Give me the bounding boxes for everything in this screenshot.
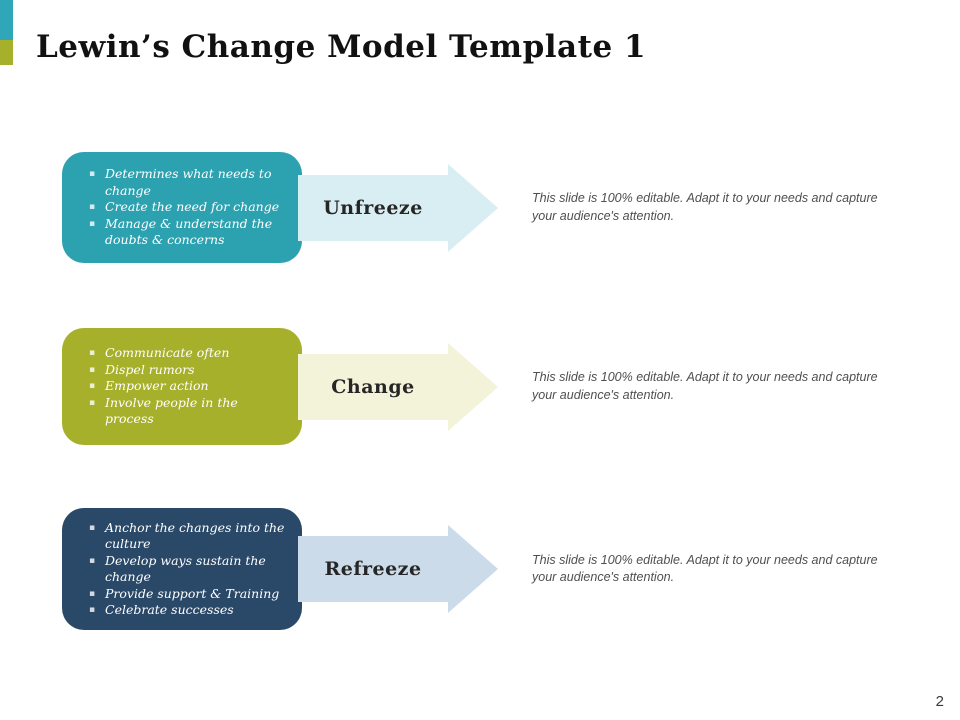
accent-bar-teal	[0, 0, 13, 40]
page-number: 2	[935, 693, 944, 710]
bullet-item: Dispel rumors	[88, 362, 290, 379]
bullet-item: Celebrate successes	[88, 602, 290, 619]
stage-box-refreeze[interactable]: Anchor the changes into the culture Deve…	[62, 508, 302, 630]
stage-arrow-refreeze[interactable]: Refreeze	[298, 525, 498, 613]
stage-label: Change	[331, 375, 415, 398]
bullet-item: Provide support & Training	[88, 586, 290, 603]
bullet-item: Manage & understand the doubts & concern…	[88, 216, 290, 249]
bullet-item: Develop ways sustain the change	[88, 553, 290, 586]
stage-bullet-list: Anchor the changes into the culture Deve…	[62, 520, 302, 619]
editable-note: This slide is 100% editable. Adapt it to…	[532, 370, 878, 402]
bullet-item: Empower action	[88, 378, 290, 395]
stage-arrow-change[interactable]: Change	[298, 342, 498, 431]
right-arrow-icon	[298, 163, 498, 252]
stage-box-unfreeze[interactable]: Determines what needs to change Create t…	[62, 152, 302, 263]
right-arrow-icon	[298, 342, 498, 431]
bullet-item: Determines what needs to change	[88, 166, 290, 199]
stage-label: Unfreeze	[323, 196, 423, 219]
stage-row-change: Communicate often Dispel rumors Empower …	[0, 328, 960, 445]
accent-bar-olive	[0, 40, 13, 65]
stage-bullet-list: Determines what needs to change Create t…	[62, 166, 302, 249]
editable-note: This slide is 100% editable. Adapt it to…	[532, 552, 878, 585]
right-arrow-icon	[298, 525, 498, 613]
bullet-item: Involve people in the process	[88, 395, 290, 428]
stage-arrow-unfreeze[interactable]: Unfreeze	[298, 163, 498, 252]
stage-row-refreeze: Anchor the changes into the culture Deve…	[0, 508, 960, 630]
editable-note: This slide is 100% editable. Adapt it to…	[532, 191, 878, 223]
bullet-item: Anchor the changes into the culture	[88, 520, 290, 553]
page-title: Lewin’s Change Model Template 1	[36, 28, 647, 65]
stage-label: Refreeze	[324, 558, 422, 580]
stage-box-change[interactable]: Communicate often Dispel rumors Empower …	[62, 328, 302, 445]
stage-row-unfreeze: Determines what needs to change Create t…	[0, 152, 960, 263]
bullet-item: Create the need for change	[88, 199, 290, 216]
stage-bullet-list: Communicate often Dispel rumors Empower …	[62, 345, 302, 428]
bullet-item: Communicate often	[88, 345, 290, 362]
